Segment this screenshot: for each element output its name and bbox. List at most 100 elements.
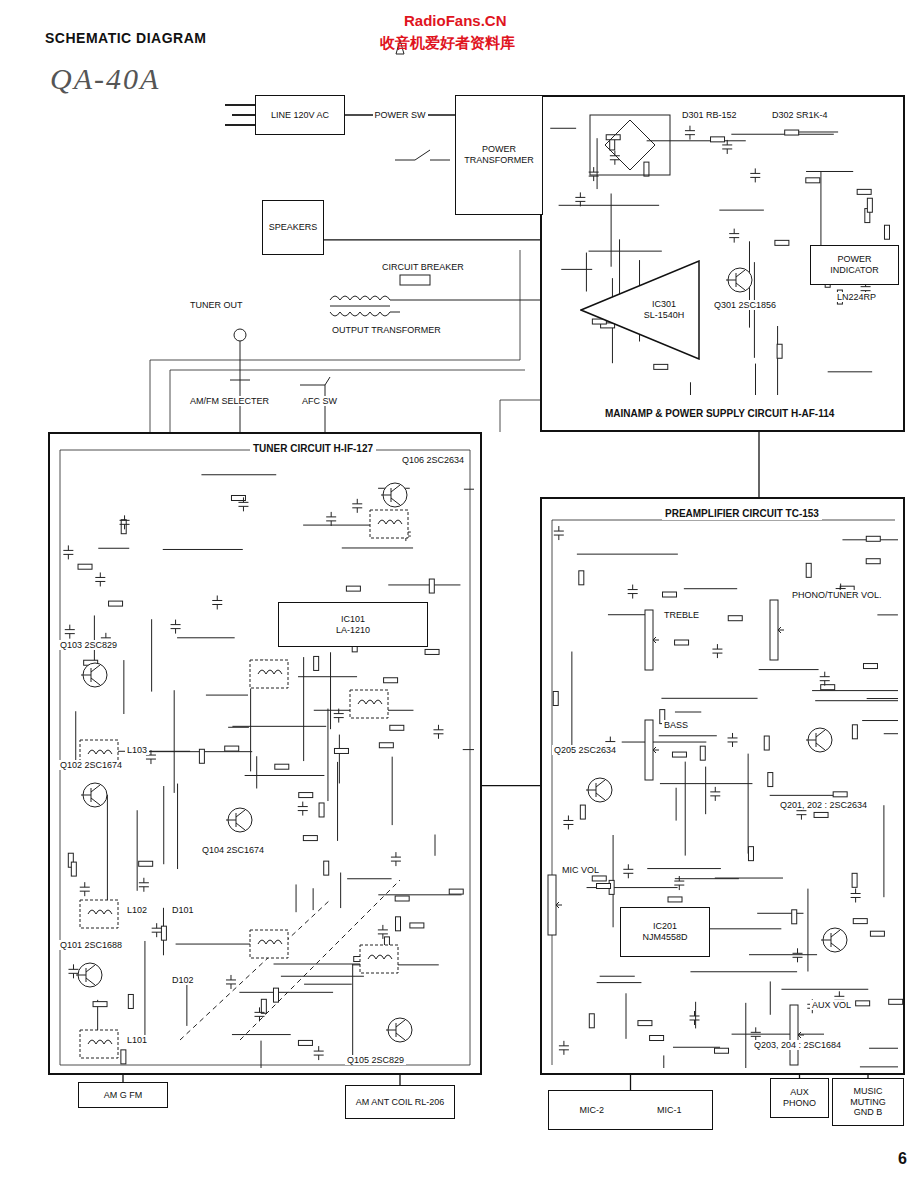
watermark: RadioFans.CN [402, 12, 509, 29]
wire [274, 964, 366, 965]
capacitor-symbol [139, 878, 149, 892]
part-label: D101 [170, 905, 196, 915]
wire [731, 134, 833, 135]
capacitor-symbol [65, 625, 75, 639]
wire [107, 795, 108, 902]
potentiometer-symbol [798, 1032, 804, 1038]
wire [600, 976, 635, 977]
wire [330, 652, 331, 729]
wire [144, 941, 145, 1039]
wire [695, 1002, 696, 1029]
resistor-symbol [768, 773, 773, 787]
resistor-symbol [109, 601, 123, 606]
coil-symbol [88, 910, 112, 914]
node-text: LINE 120V AC [271, 110, 329, 121]
coil-can [370, 510, 408, 538]
wire [304, 984, 352, 985]
coil-symbol [378, 520, 402, 524]
capacitor-symbol [80, 882, 90, 896]
board-title: PREAMPLIFIER CIRCUIT TC-153 [662, 507, 822, 520]
part-label: Q205 2SC2634 [552, 745, 618, 755]
wire [256, 756, 257, 788]
wire [261, 1041, 262, 1068]
capacitor-symbol [750, 168, 760, 182]
part-label: Q201, 202 : 2SC2634 [778, 800, 869, 810]
resistor-symbol [121, 1050, 126, 1064]
capacitor-symbol [254, 1007, 264, 1021]
wire [388, 584, 460, 585]
wire-connector [482, 785, 540, 786]
resistor-symbol [395, 896, 409, 901]
resistor-symbol [275, 764, 289, 769]
node-text: GND B [854, 1107, 883, 1118]
wire [673, 1047, 720, 1048]
node-text: SL-1540H [644, 310, 685, 321]
resistor-symbol [589, 1014, 594, 1028]
control-label: MIC VOL [560, 865, 601, 875]
antenna-terminal: AM G FM [78, 1082, 168, 1108]
wire [611, 194, 612, 267]
wire [690, 971, 797, 972]
capacitor-symbol [152, 923, 162, 937]
resistor-symbol [654, 364, 668, 369]
capacitor-symbol [563, 815, 573, 829]
resistor-symbol [833, 792, 847, 797]
coil-can [250, 930, 288, 958]
resistor-symbol [785, 130, 799, 135]
wire [339, 735, 340, 784]
wire [577, 554, 678, 555]
capacitor-symbol [851, 888, 861, 902]
potentiometer-symbol [645, 610, 653, 670]
resistor-symbol [748, 847, 753, 861]
node-text: AM G FM [104, 1090, 143, 1101]
wire [862, 720, 898, 721]
capacitor-symbol [722, 140, 732, 154]
jack-symbol [234, 329, 246, 341]
wire-connector [758, 432, 759, 497]
wire [75, 711, 76, 767]
node-text: POWER INDICATOR [815, 254, 894, 276]
potentiometer-symbol [556, 902, 562, 908]
wire [571, 652, 572, 755]
wire [239, 992, 333, 993]
wire [867, 698, 898, 699]
wire [137, 810, 138, 891]
resistor-symbol [334, 748, 348, 753]
wire [869, 1048, 898, 1049]
breaker-symbol [400, 275, 430, 285]
wire [812, 690, 898, 691]
wire [232, 726, 326, 727]
transformer-box: POWER TRANSFORMER [455, 95, 543, 215]
model-number: QA-40A [48, 62, 162, 97]
resistor-symbol [273, 988, 278, 1002]
input-jack: AUX PHONO [770, 1078, 829, 1118]
resistor-symbol [592, 876, 606, 881]
wire [340, 873, 341, 909]
wire-connector [630, 1075, 631, 1090]
wire [828, 371, 872, 372]
capacitor-symbol [820, 672, 830, 686]
resistor-symbol [792, 910, 797, 924]
wire [709, 928, 781, 929]
node-text: LA-1210 [336, 625, 370, 636]
resistor-symbol [78, 564, 92, 569]
coil-symbol [258, 940, 282, 944]
wire [798, 131, 838, 132]
transformer-symbol [330, 296, 390, 316]
wire [860, 1066, 898, 1067]
capacitor-symbol [559, 1041, 569, 1055]
resistor-symbol [579, 571, 584, 585]
capacitor-symbol [690, 1011, 700, 1025]
coil-can [80, 1030, 118, 1058]
wire-connector [122, 1075, 123, 1082]
resistor-symbol [379, 743, 393, 748]
coil-symbol [258, 670, 282, 674]
resistor-symbol [384, 678, 398, 683]
resistor-symbol [261, 999, 266, 1013]
speaker-terminal: SPEAKERS [262, 200, 324, 255]
resistor-symbol [672, 752, 686, 757]
capacitor-symbol [729, 229, 739, 243]
resistor-symbol [668, 897, 682, 902]
mic-terminal: MIC-2MIC-1 [548, 1090, 713, 1130]
resistor-symbol [650, 1036, 664, 1041]
